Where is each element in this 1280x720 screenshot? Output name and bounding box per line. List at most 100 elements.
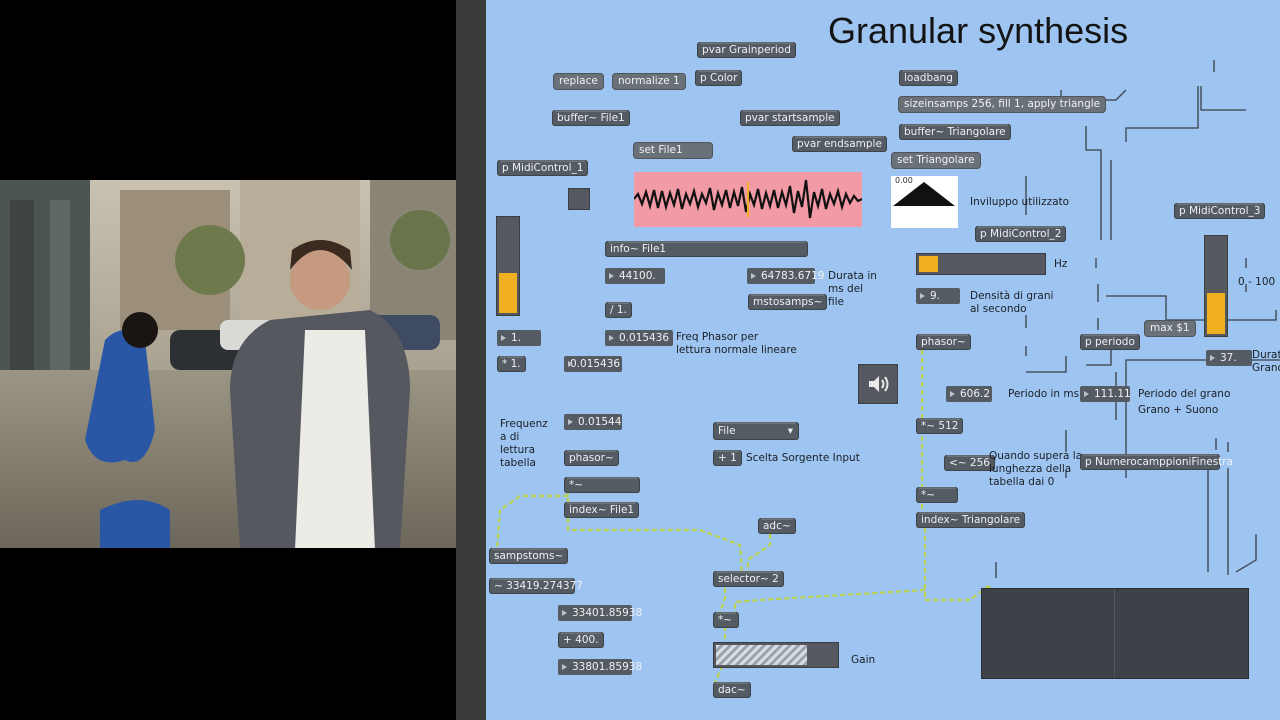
frequenza-comment-line-1: Frequenz [500, 418, 548, 430]
durata-comment-line-1: Durata in [828, 270, 877, 282]
cord [1086, 345, 1112, 366]
samplerate-number[interactable]: 44100. [605, 268, 665, 284]
page-title: Granular synthesis [828, 10, 1129, 51]
scelta-comment: Scelta Sorgente Input [746, 452, 860, 464]
grain-period-number[interactable]: 111.11 [1080, 386, 1131, 402]
multiply-object[interactable]: * 1. [497, 356, 526, 372]
multiply-512-object[interactable]: *~ 512 [916, 418, 964, 434]
sampstoms-object[interactable]: sampstoms~ [489, 548, 569, 564]
frequency-number[interactable]: 0.015436 [564, 356, 622, 372]
gain-multiply-object[interactable]: *~ [713, 612, 739, 628]
densita-comment-line-1: Densità di grani [970, 290, 1054, 302]
speaker-icon-graphic [869, 376, 889, 392]
envelope-display[interactable]: 0.00 [891, 176, 958, 228]
p-numerocampioni-object[interactable]: p NumerocamppioniFinestra [1080, 454, 1233, 470]
plus-400-object[interactable]: + 400. [558, 632, 604, 648]
frequenza-comment-line-4: tabella [500, 457, 536, 469]
video-frame [0, 180, 488, 548]
cord [1125, 86, 1199, 142]
set-triangolare-message[interactable]: set Triangolare [891, 152, 981, 169]
inviluppo-comment: Inviluppo utilizzato [970, 196, 1070, 208]
midicontrol-1-slider[interactable] [496, 216, 520, 316]
bang-button[interactable] [568, 188, 590, 210]
set-file1-message[interactable]: set File1 [633, 142, 713, 159]
pvar-endsample-object[interactable]: pvar endsample [792, 136, 887, 152]
phasor-left-object[interactable]: phasor~ [564, 450, 619, 466]
pvar-grainperiod-object[interactable]: pvar Grainperiod [697, 42, 796, 58]
video-still-illustration [0, 180, 488, 548]
speaker-icon[interactable] [858, 364, 898, 404]
max-message[interactable]: max $1 [1144, 320, 1196, 337]
selector-object[interactable]: selector~ 2 [713, 571, 784, 587]
gain-slider[interactable] [713, 642, 839, 668]
durata-grano-comment-line-2: Grano [1252, 362, 1280, 374]
densita-comment-line-2: al secondo [970, 303, 1027, 315]
mstosamps-object[interactable]: mstosamps~ [748, 294, 828, 310]
quando-comment-line-2: lunghezza della [989, 463, 1072, 475]
waveform-display[interactable] [633, 172, 863, 227]
reading-frequency-number[interactable]: 0.01544 [564, 414, 622, 430]
periodo-grano-comment-line-1: Periodo del grano [1138, 388, 1231, 400]
p-midicontrol-3-object[interactable]: p MidiControl_3 [1174, 203, 1266, 219]
signal-multiply-object[interactable]: *~ [564, 477, 640, 493]
signal-cord [746, 534, 772, 574]
index-triangolare-object[interactable]: index~ Triangolare [916, 512, 1026, 528]
sizeinsamps-message[interactable]: sizeinsamps 256, fill 1, apply triangle [898, 96, 1107, 113]
window-divider [456, 0, 486, 720]
sampstoms-output-number[interactable]: ~ 33419.274377 [489, 578, 583, 594]
adc-object[interactable]: adc~ [758, 518, 796, 534]
freq-phasor-comment-line-2: lettura normale lineare [676, 344, 797, 356]
envelope-value-label: 0.00 [895, 176, 913, 185]
signal-cords [495, 350, 992, 684]
cord [1235, 534, 1257, 573]
signal-cord [495, 494, 568, 549]
phasor-right-object[interactable]: phasor~ [916, 334, 971, 350]
signal-cord [566, 518, 744, 575]
buffer-triangolare-object[interactable]: buffer~ Triangolare [899, 124, 1011, 140]
less-than-256-object[interactable]: <~ 256 [944, 455, 995, 471]
buffer-file1-object[interactable]: buffer~ File1 [552, 110, 630, 126]
midicontrol-3-slider-fill [1207, 293, 1225, 334]
start-sample-number[interactable]: 33401.85938 [558, 605, 642, 621]
midicontrol-1-slider-fill [499, 272, 517, 313]
frequenza-comment-line-2: a di [500, 431, 520, 443]
signal-cord [733, 588, 926, 612]
midicontrol-1-number[interactable]: 1. [497, 330, 541, 346]
p-midicontrol-2-object[interactable]: p MidiControl_2 [975, 226, 1067, 242]
normalize-message[interactable]: normalize 1 [612, 73, 686, 90]
info-file1-object[interactable]: info~ File1 [605, 241, 808, 257]
signal-cord [718, 588, 727, 613]
grain-duration-number[interactable]: 37. [1206, 350, 1252, 366]
cord [1200, 86, 1246, 111]
midicontrol-3-slider[interactable] [1204, 235, 1228, 337]
pvar-startsample-object[interactable]: pvar startsample [740, 110, 840, 126]
plus-1-object[interactable]: + 1 [713, 450, 742, 466]
durata-comment-line-3: file [828, 296, 844, 308]
cord [1085, 126, 1102, 240]
duration-number[interactable]: 64783.6719 [747, 268, 824, 284]
end-sample-number[interactable]: 33801.85938 [558, 659, 642, 675]
gain-slider-fill [716, 645, 808, 665]
hz-slider[interactable] [916, 253, 1046, 275]
signal-cord [923, 528, 992, 602]
p-midicontrol-1-object[interactable]: p MidiControl_1 [497, 160, 589, 176]
max-patcher-canvas[interactable]: Granular synthesis pvar Grainperiod repl… [486, 0, 1280, 720]
periodo-grano-comment-line-2: Grano + Suono [1138, 404, 1219, 416]
waveform-graphic [633, 179, 863, 219]
density-number[interactable]: 9. [916, 288, 960, 304]
period-ms-number[interactable]: 606.2 [946, 386, 992, 402]
divide-object[interactable]: / 1. [605, 302, 632, 318]
p-color-object[interactable]: p Color [695, 70, 743, 86]
signal-multiply-right-object[interactable]: *~ [916, 487, 958, 503]
source-menu[interactable]: File ▾ [713, 422, 799, 440]
phasor-frequency-number[interactable]: 0.015436 [605, 330, 673, 346]
periodo-ms-comment: Periodo in ms [1008, 388, 1080, 400]
dac-object[interactable]: dac~ [713, 682, 751, 698]
hz-comment: Hz [1054, 258, 1068, 270]
p-periodo-object[interactable]: p periodo [1080, 334, 1140, 350]
loadbang-object[interactable]: loadbang [899, 70, 958, 86]
scope-display[interactable] [981, 588, 1249, 679]
replace-message[interactable]: replace [553, 73, 604, 90]
triangle-envelope-graphic [893, 182, 955, 206]
index-file1-object[interactable]: index~ File1 [564, 502, 640, 518]
